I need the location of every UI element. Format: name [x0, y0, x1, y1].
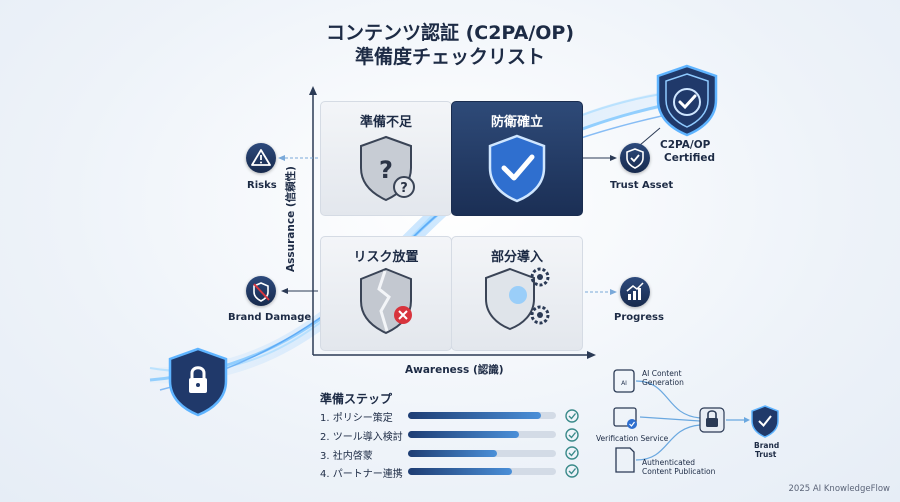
warning-icon	[251, 149, 271, 166]
check-circle-icon	[565, 464, 579, 478]
step-progress-bar	[408, 450, 556, 457]
lock-shield-icon	[168, 347, 228, 417]
step-progress-bar	[408, 431, 556, 438]
step-label: 4. パートナー連携	[320, 469, 403, 480]
quadrant-label: 部分導入	[490, 250, 543, 265]
shield-check-icon	[626, 148, 644, 169]
gear-shield-icon	[485, 267, 550, 331]
quadrant-label: リスク放置	[353, 250, 419, 265]
step-progress-fill	[408, 450, 497, 457]
brand-trust-shield-icon	[751, 405, 779, 438]
steps-title: 準備ステップ	[320, 392, 393, 406]
step-label: 1. ポリシー策定	[320, 413, 393, 424]
shield-check-icon	[488, 134, 546, 203]
check-circle-icon	[565, 409, 579, 423]
document-icon	[615, 447, 635, 473]
certified-shield-icon	[656, 64, 718, 137]
gear-icon	[530, 305, 550, 325]
brand-trust-label-1: Brand	[754, 441, 780, 450]
brand-damage-circle	[246, 276, 276, 306]
certified-label-2: Certified	[664, 152, 716, 164]
check-circle-icon	[565, 428, 579, 442]
svg-text:AI: AI	[621, 380, 627, 387]
svg-text:?: ?	[379, 156, 393, 184]
trust-asset-circle	[620, 143, 650, 173]
step-label: 2. ツール導入検討	[320, 432, 403, 443]
step-progress-fill	[408, 468, 512, 475]
step-progress-fill	[408, 431, 519, 438]
broken-shield-icon	[253, 282, 270, 302]
x-axis-label: Awareness (認識)	[405, 364, 504, 376]
authenticated-label-1: Authenticated	[642, 458, 696, 467]
quadrant-label: 準備不足	[359, 115, 412, 130]
quadrant-label: 防衛確立	[490, 115, 543, 130]
verification-screen-icon	[613, 407, 637, 427]
progress-label: Progress	[614, 312, 664, 323]
check-circle-icon	[565, 446, 579, 460]
step-progress-fill	[408, 412, 542, 419]
trust-asset-label: Trust Asset	[610, 180, 674, 191]
question-shield-icon: ? ?	[360, 135, 415, 202]
step-progress-bar	[408, 412, 556, 419]
ai-document-icon	[613, 369, 635, 393]
brand-trust-label-2: Trust	[755, 450, 777, 459]
svg-text:?: ?	[400, 181, 408, 196]
gear-icon	[530, 267, 550, 287]
copyright: 2025 AI KnowledgeFlow	[788, 484, 891, 494]
risks-circle	[246, 143, 276, 173]
ai-content-label-2: Generation	[642, 378, 684, 387]
progress-circle	[620, 277, 650, 307]
quadrant-top-right: 防衛確立	[451, 101, 583, 216]
certified-label-1: C2PA/OP	[660, 139, 711, 151]
authenticated-label-2: Content Publication	[642, 467, 716, 476]
step-label: 3. 社内啓蒙	[320, 451, 373, 462]
title-line-1: コンテンツ認証 (C2PA/OP)	[325, 22, 575, 44]
growth-chart-icon	[626, 282, 644, 300]
risks-label: Risks	[247, 180, 277, 191]
verification-service-label: Verification Service	[596, 434, 669, 443]
quadrant-bottom-left: リスク放置	[320, 236, 452, 351]
step-progress-bar	[408, 468, 556, 475]
quadrant-top-left: 準備不足 ? ?	[320, 101, 452, 216]
broken-shield-icon	[360, 267, 412, 335]
brand-damage-label: Brand Damage	[228, 312, 312, 323]
quadrant-bottom-right: 部分導入	[451, 236, 583, 351]
ai-content-label-1: AI Content	[642, 369, 682, 378]
title-line-2: 準備度チェックリスト	[354, 46, 545, 68]
